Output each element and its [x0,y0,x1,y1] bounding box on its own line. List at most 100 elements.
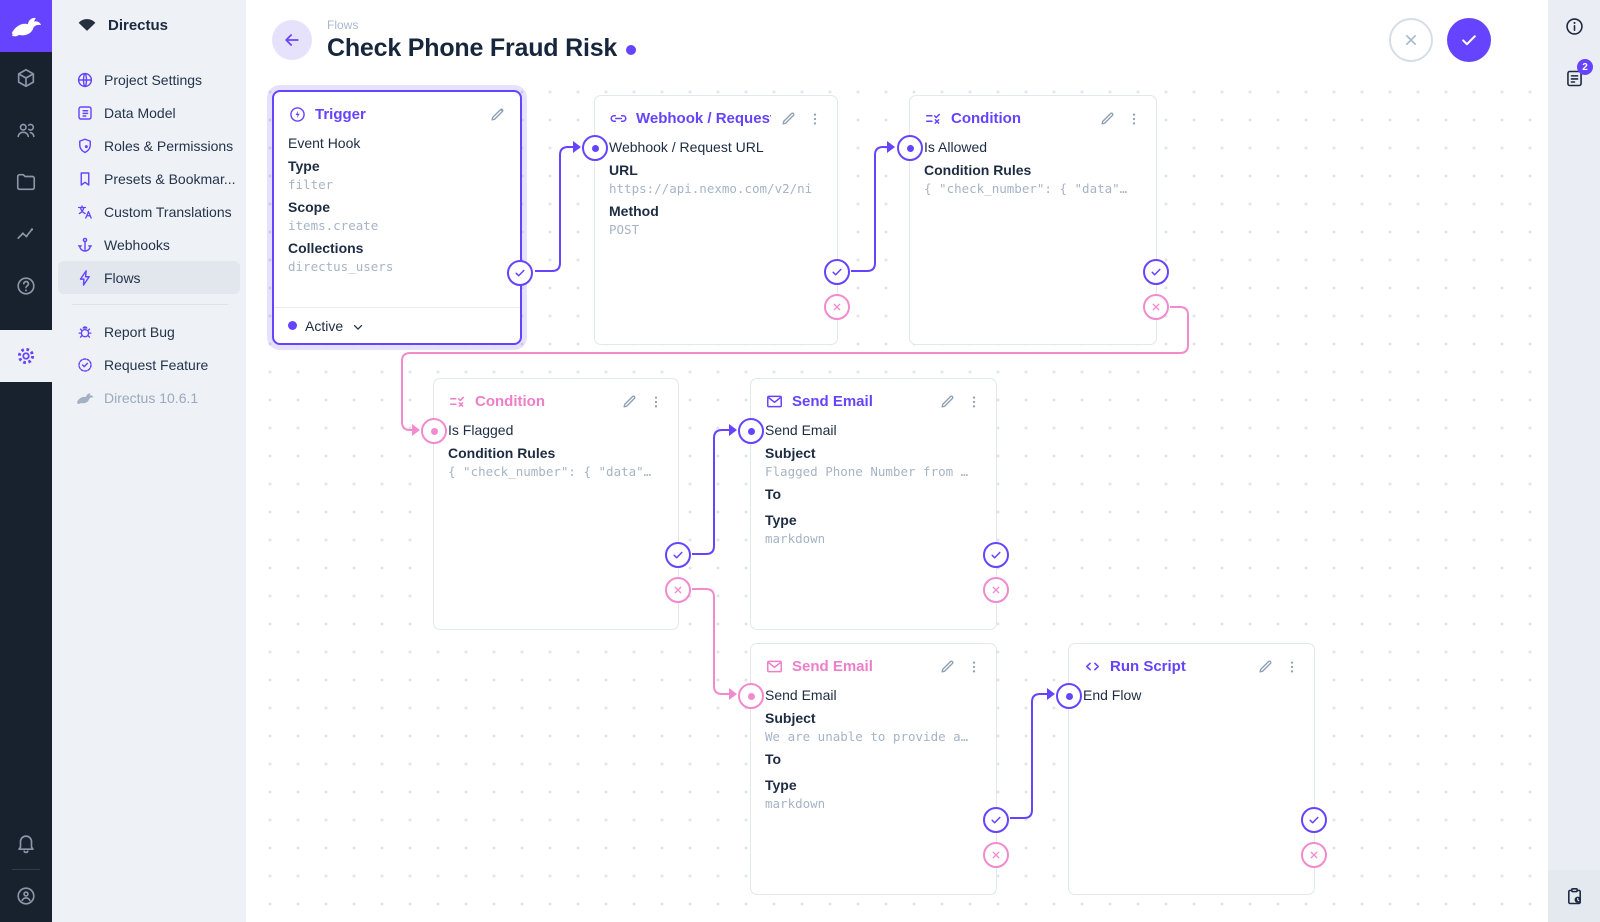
port-resolve[interactable] [983,542,1009,568]
field-label: Collections [288,240,364,256]
port-resolve[interactable] [1301,807,1327,833]
node-name: Is Flagged [448,422,514,438]
port-reject[interactable] [1301,842,1327,868]
sidebar-item-label: Webhooks [104,236,170,253]
more-options-icon[interactable] [807,111,823,127]
node-run-script[interactable]: Run Script End Flow [1056,643,1327,895]
edit-icon[interactable] [488,106,506,124]
info-sidebar-button[interactable] [1548,0,1600,52]
field-value: { "check_number": { "data"… [448,464,652,479]
files-module-icon[interactable] [0,156,52,208]
field-value: markdown [765,796,826,811]
node-send-email-unable[interactable]: Send Email Send Email Subject We are una… [738,643,1009,895]
insights-module-icon[interactable] [0,208,52,260]
port-input[interactable] [421,418,447,444]
field-label: Subject [765,710,816,726]
node-title: Condition [475,393,545,410]
port-input[interactable] [897,135,923,161]
port-input[interactable] [1056,683,1082,709]
sidebar-item-presets-bookmarks[interactable]: Presets & Bookmar... [58,162,240,195]
port-reject[interactable] [824,294,850,320]
notifications-bell-icon[interactable] [0,817,52,869]
port-reject[interactable] [983,842,1009,868]
edit-icon[interactable] [1098,110,1116,128]
version-label: Directus 10.6.1 [104,389,199,406]
port-resolve[interactable] [824,259,850,285]
port-reject[interactable] [665,577,691,603]
sidebar-item-data-model[interactable]: Data Model [58,96,240,129]
help-module-icon[interactable] [0,260,52,312]
back-button[interactable] [272,20,312,60]
sidebar-divider [72,304,228,305]
more-options-icon[interactable] [1284,659,1300,675]
users-module-icon[interactable] [0,104,52,156]
breadcrumb[interactable]: Flows [327,17,359,32]
field-value: POST [609,222,640,237]
port-reject[interactable] [983,577,1009,603]
trigger-status-dropdown[interactable]: Active [274,307,520,343]
sidebar-item-project-settings[interactable]: Project Settings [58,63,240,96]
node-webhook-request-url[interactable]: Webhook / Request URL Webhook / Request … [582,95,850,345]
node-name: Event Hook [288,135,361,151]
flow-activity-button[interactable] [1548,870,1600,922]
node-title: Condition [951,110,1021,127]
content-module-icon[interactable] [0,52,52,104]
port-resolve[interactable] [507,260,533,286]
more-options-icon[interactable] [966,394,982,410]
node-title: Trigger [315,106,366,123]
node-send-email-flagged[interactable]: Send Email Send Email Subject Flagged Ph… [738,378,1009,630]
port-input[interactable] [738,418,764,444]
node-trigger[interactable]: Trigger Event Hook Type filter Scope ite… [272,90,533,345]
more-options-icon[interactable] [966,659,982,675]
port-input[interactable] [738,683,764,709]
sidebar-item-webhooks[interactable]: Webhooks [58,228,240,261]
edit-icon[interactable] [620,393,638,411]
node-condition-is-allowed[interactable]: Condition Is Allowed Condition Rules { "… [897,95,1169,345]
page-title: Check Phone Fraud Risk [327,33,618,62]
notifications-sidebar-button[interactable]: 2 [1548,52,1600,104]
field-label: Condition Rules [448,445,556,461]
sidebar-item-label: Roles & Permissions [104,137,234,154]
sidebar-item-label: Custom Translations [104,203,232,220]
condition-rule-icon [924,109,943,128]
node-name: End Flow [1083,687,1142,703]
port-resolve[interactable] [983,807,1009,833]
edit-icon[interactable] [938,393,956,411]
sidebar-item-request-feature[interactable]: Request Feature [58,348,240,381]
sidebar-item-report-bug[interactable]: Report Bug [58,315,240,348]
settings-module-icon[interactable] [0,330,52,382]
globe-icon [76,71,94,89]
field-label: Type [288,158,320,174]
port-resolve[interactable] [1143,259,1169,285]
flow-workspace[interactable]: Flows Check Phone Fraud Risk [246,0,1548,922]
field-value: directus_users [288,259,394,274]
node-title: Send Email [792,658,873,675]
sidebar-item-label: Project Settings [104,71,203,88]
sidebar-item-roles-permissions[interactable]: Roles & Permissions [58,129,240,162]
save-button[interactable] [1447,18,1491,62]
port-reject[interactable] [1143,294,1169,320]
more-options-icon[interactable] [648,394,664,410]
edit-icon[interactable] [938,658,956,676]
more-options-icon[interactable] [1126,111,1142,127]
edit-icon[interactable] [779,110,797,128]
field-label: To [765,486,782,502]
right-sidebar: 2 [1548,0,1600,922]
notification-count-badge: 2 [1577,59,1593,75]
cancel-button[interactable] [1389,18,1433,62]
edit-icon[interactable] [1256,658,1274,676]
user-account-icon[interactable] [0,870,52,922]
field-label: Type [765,777,797,793]
sidebar-item-custom-translations[interactable]: Custom Translations [58,195,240,228]
node-condition-is-flagged[interactable]: Condition Is Flagged Condition Rules { "… [421,378,691,630]
directus-logo[interactable] [0,0,52,52]
field-value: items.create [288,218,379,233]
settings-sidebar: Directus Project Settings Data Model Rol… [52,0,246,922]
bug-icon [76,323,94,341]
port-input[interactable] [582,135,608,161]
field-label: URL [609,162,638,178]
sidebar-item-label: Data Model [104,104,176,121]
port-resolve[interactable] [665,542,691,568]
sidebar-item-flows[interactable]: Flows [58,261,240,294]
